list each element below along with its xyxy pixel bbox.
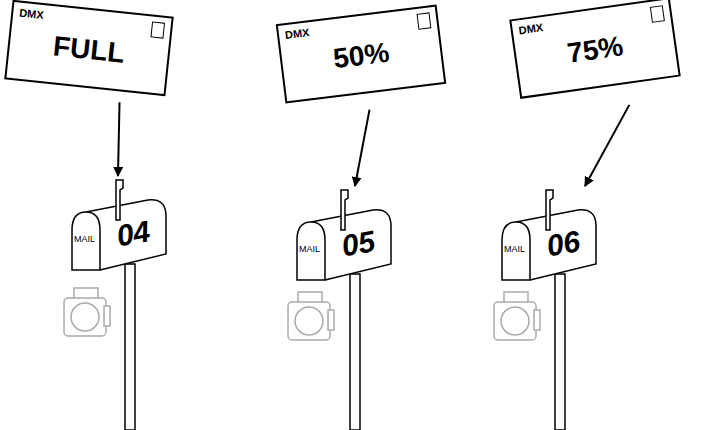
stamp	[417, 12, 432, 29]
mailbox: MAIL 05	[295, 188, 395, 283]
dmx-envelope: DMX75%	[509, 0, 681, 99]
mailbox-front	[502, 222, 530, 280]
signal-arrow	[585, 105, 629, 186]
light-fixture	[494, 292, 540, 340]
mailbox-label: MAIL	[504, 244, 525, 254]
fixture-body	[494, 302, 536, 340]
mailbox-label: MAIL	[299, 244, 320, 254]
mailbox-post	[350, 274, 360, 430]
mailbox-front	[72, 212, 100, 270]
signal-arrow	[355, 110, 370, 186]
mailbox-post	[125, 264, 135, 430]
fixture-body	[288, 302, 330, 340]
mailbox-flag	[341, 190, 348, 230]
fixture-knob	[104, 306, 110, 326]
protocol-label: DMX	[284, 26, 310, 41]
channel-number: 05	[339, 224, 378, 263]
fixture-lens	[295, 307, 323, 335]
mailbox-label: MAIL	[74, 234, 95, 244]
stamp	[650, 5, 665, 23]
signal-arrow	[118, 102, 120, 176]
dmx-envelope: DMX50%	[276, 4, 447, 103]
mailbox: MAIL 04	[70, 178, 170, 273]
protocol-label: DMX	[518, 21, 544, 36]
fixture-knob	[328, 310, 334, 330]
mailbox-post	[555, 274, 565, 430]
fixture-body	[64, 298, 106, 336]
dmx-envelope: DMX FULL	[4, 0, 173, 96]
light-fixture	[288, 292, 334, 340]
light-fixture	[64, 288, 110, 336]
dmx-value: FULL	[9, 26, 169, 74]
stamp	[150, 21, 165, 38]
mailbox: MAIL 06	[500, 188, 600, 283]
mailbox-front	[297, 222, 325, 280]
channel-number: 06	[544, 224, 583, 263]
fixture-lens	[71, 303, 99, 331]
mailbox-flag	[546, 190, 553, 230]
protocol-label: DMX	[19, 7, 45, 21]
fixture-knob	[534, 310, 540, 330]
channel-number: 04	[114, 214, 153, 253]
mailbox-flag	[116, 180, 123, 220]
fixture-lens	[501, 307, 529, 335]
